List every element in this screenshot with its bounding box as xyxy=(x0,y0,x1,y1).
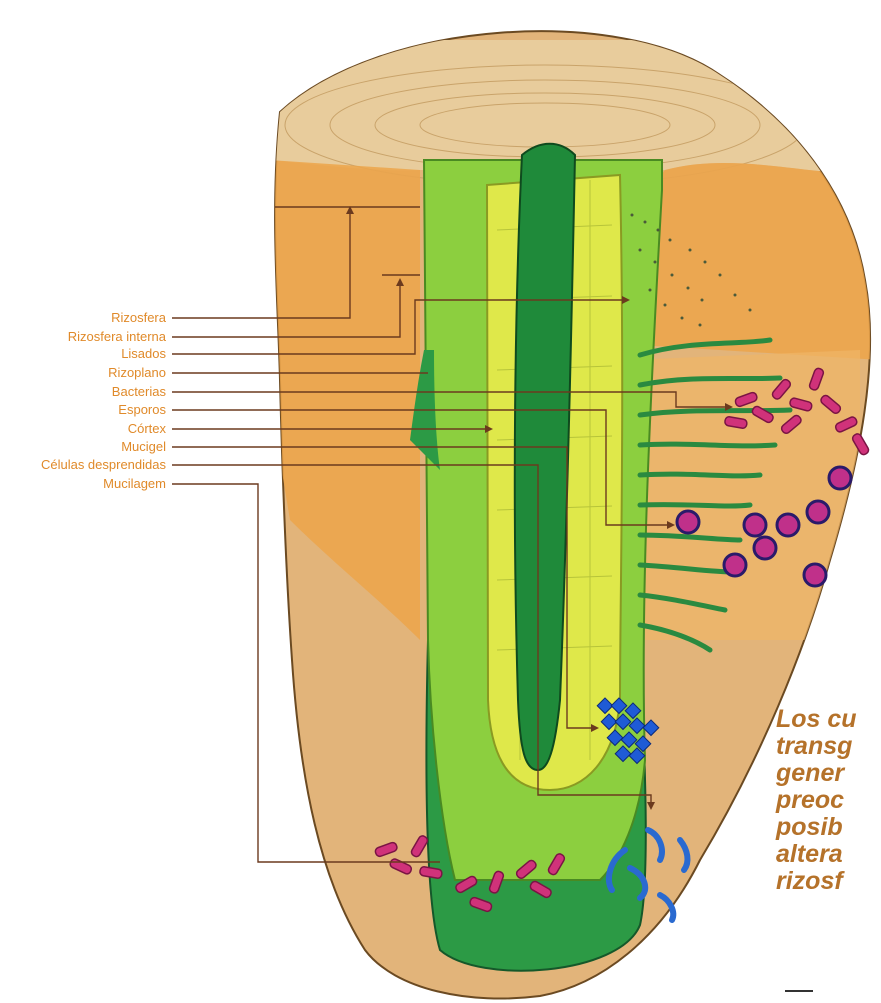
legend-labels: Rizosfera Rizosfera interna Lisados Rizo… xyxy=(41,310,167,491)
label-bacterias: Bacterias xyxy=(112,384,167,399)
label-cortex: Córtex xyxy=(128,421,167,436)
label-rizoplano: Rizoplano xyxy=(108,365,166,380)
label-rizosfera-interna: Rizosfera interna xyxy=(68,329,167,344)
label-lisados: Lisados xyxy=(121,346,166,361)
label-mucilagem: Mucilagem xyxy=(103,476,166,491)
quote-line: transg xyxy=(776,733,881,760)
quote-line: gener xyxy=(776,760,881,787)
quote-line: altera xyxy=(776,841,881,868)
label-rizosfera: Rizosfera xyxy=(111,310,167,325)
pull-quote: Los cu transg gener preoc posib altera r… xyxy=(776,706,881,895)
label-celulas-desprendidas: Células desprendidas xyxy=(41,457,167,472)
quote-line: preoc xyxy=(776,787,881,814)
label-mucigel: Mucigel xyxy=(121,439,166,454)
quote-line: Los cu xyxy=(776,706,881,733)
quote-line: rizosf xyxy=(776,868,881,895)
quote-line: posib xyxy=(776,814,881,841)
quote-divider xyxy=(785,990,813,992)
label-esporos: Esporos xyxy=(118,402,166,417)
